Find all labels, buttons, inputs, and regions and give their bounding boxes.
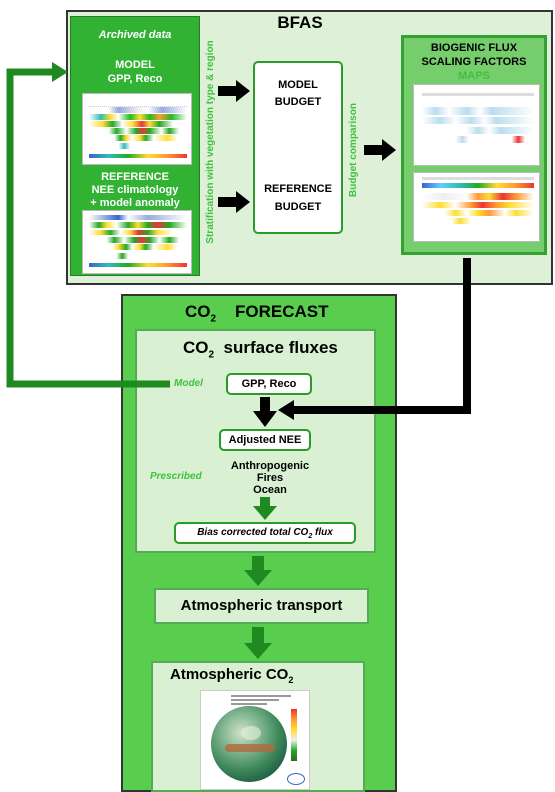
bfas-title: BFAS	[277, 13, 323, 32]
scaling-factor-map-top	[413, 84, 540, 166]
macc-logo	[287, 773, 305, 785]
forecast-title-rest: FORECAST	[234, 302, 329, 321]
prescribed-fires: Fires	[256, 472, 284, 484]
globe-caption-bars	[231, 695, 291, 705]
adjusted-nee-label: Adjusted NEE	[228, 434, 302, 446]
atm-co2-sub: 2	[288, 675, 294, 685]
forecast-title: CO2 FORECAST	[185, 302, 345, 324]
biogenic-flux-line3: MAPS	[458, 70, 490, 82]
budget-box	[253, 61, 343, 234]
reference-label-line1: REFERENCE	[101, 171, 169, 183]
bias-sub: 2	[308, 533, 313, 540]
reference-label-line3: + model anomaly	[90, 197, 180, 209]
reference-label-line2: NEE climatology	[91, 184, 179, 196]
model-label-line1: MODEL	[115, 59, 155, 71]
forecast-title-co: CO	[185, 302, 211, 321]
surface-title-rest: surface fluxes	[223, 338, 338, 357]
reference-world-map	[82, 210, 192, 274]
budget-comparison-label: Budget comparison	[348, 103, 359, 197]
model-budget-line2: BUDGET	[274, 96, 322, 108]
surface-title-co: CO	[183, 338, 209, 357]
adjusted-nee-box	[219, 429, 311, 451]
scaling-factor-map-bottom	[413, 172, 540, 242]
archived-data-title: Archived data	[98, 29, 172, 41]
bias-pre: Bias corrected total CO	[197, 527, 309, 538]
biogenic-flux-line2: SCALING FACTORS	[421, 56, 527, 68]
model-label-line2: GPP, Reco	[107, 73, 163, 85]
prescribed-label: Prescribed	[150, 471, 202, 482]
atmospheric-co2-title: Atmospheric CO2	[170, 666, 360, 685]
atmospheric-transport-box	[154, 588, 369, 624]
co2-globe-image	[200, 690, 310, 790]
surface-fluxes-title: CO2 surface fluxes	[183, 338, 373, 360]
gpp-reco-label: GPP, Reco	[241, 378, 297, 390]
reference-budget-line2: BUDGET	[274, 201, 322, 213]
model-world-map	[82, 93, 192, 165]
model-input-label: Model	[174, 378, 203, 389]
prescribed-ocean: Ocean	[253, 484, 287, 496]
surface-title-sub: 2	[208, 349, 215, 361]
reference-budget-line1: REFERENCE	[264, 183, 332, 195]
globe-sphere	[211, 706, 287, 782]
forecast-title-sub: 2	[210, 313, 217, 325]
atmospheric-transport-label: Atmospheric transport	[180, 597, 343, 614]
stratification-label: Stratification with vegetation type & re…	[205, 40, 216, 244]
atm-co2-pre: Atmospheric CO	[170, 666, 289, 683]
bias-post: flux	[315, 527, 333, 538]
bias-corrected-label: Bias corrected total CO2 flux	[174, 527, 356, 540]
globe-color-scale	[291, 709, 297, 761]
model-budget-line1: MODEL	[278, 79, 318, 91]
biogenic-flux-line1: BIOGENIC FLUX	[430, 42, 518, 54]
bias-corrected-box	[174, 522, 356, 544]
prescribed-anthropogenic: Anthropogenic	[230, 460, 310, 472]
